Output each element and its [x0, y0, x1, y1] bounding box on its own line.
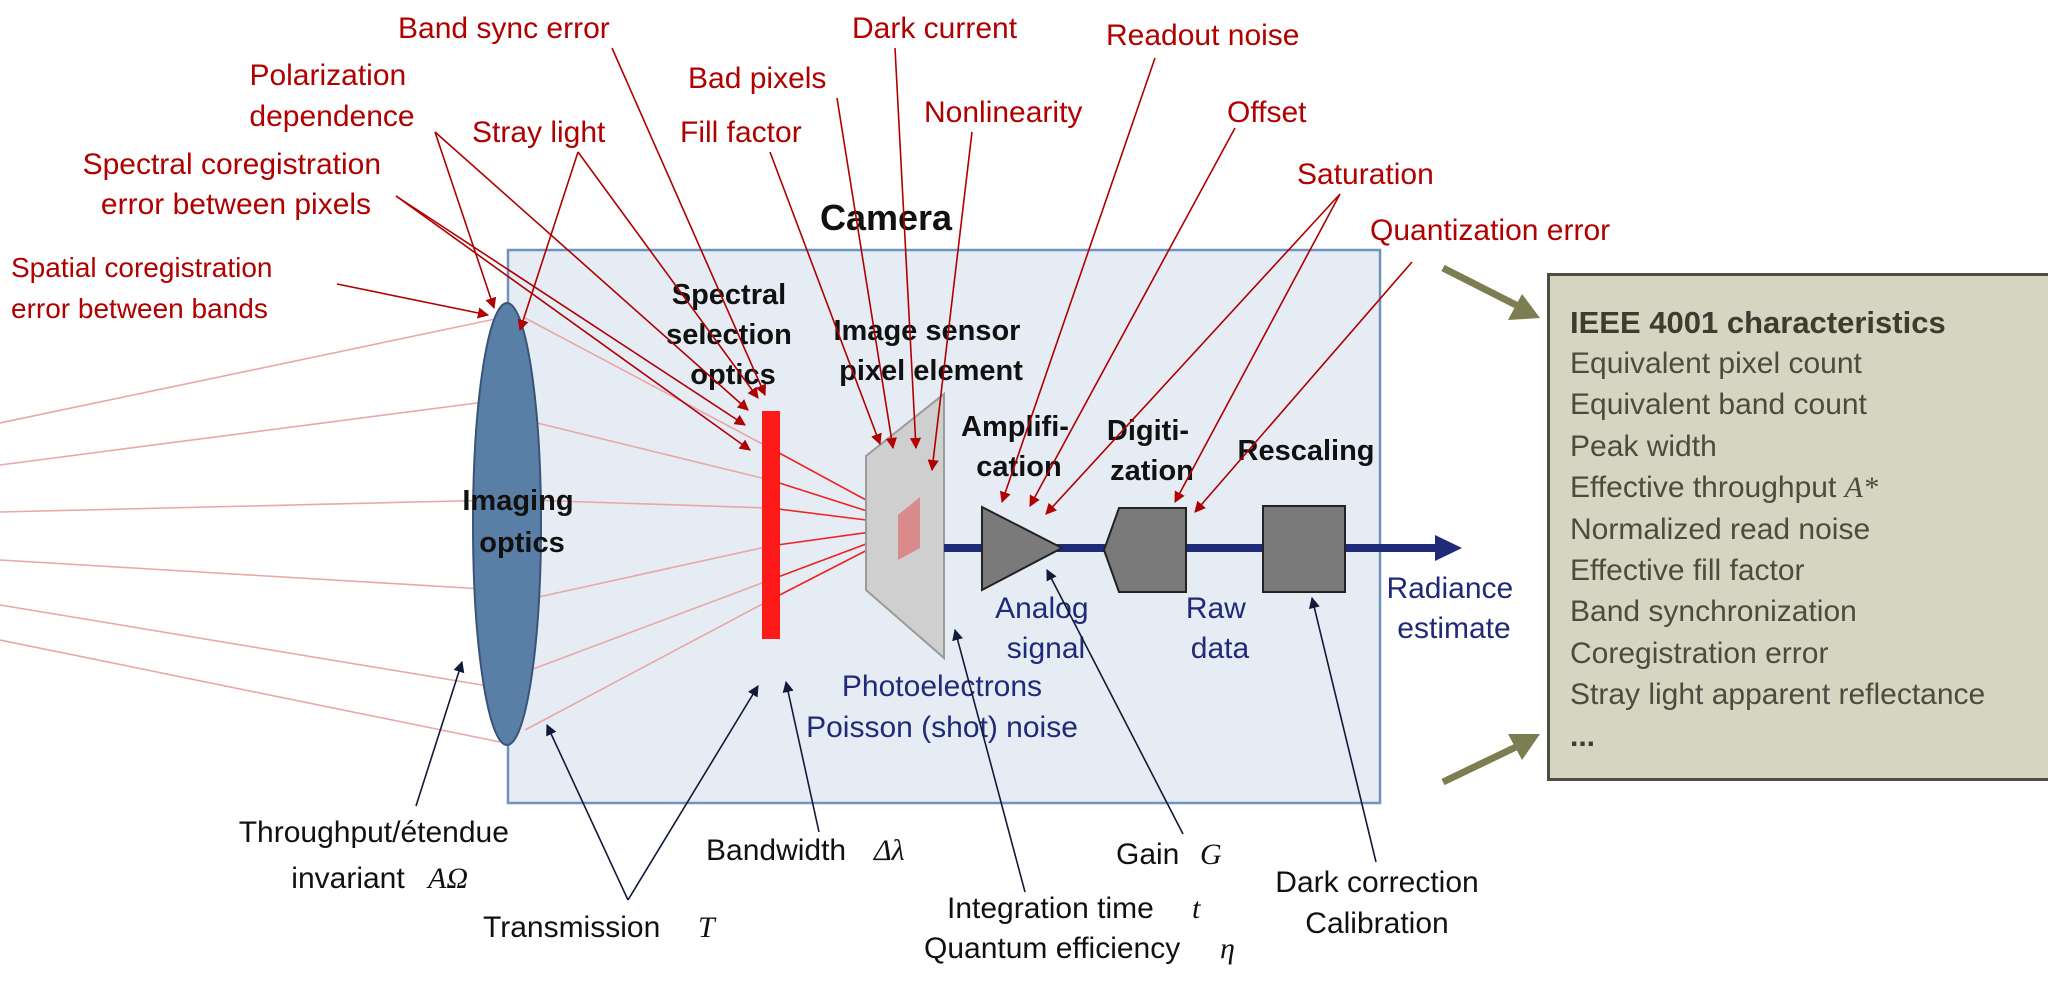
imaging-lens [472, 302, 542, 746]
offset-label: Offset [1227, 96, 1307, 129]
fill-factor-label: Fill factor [680, 116, 802, 149]
ieee-item: Equivalent band count [1570, 388, 1867, 422]
ieee-item-throughput-text: Effective throughput [1570, 471, 1837, 505]
amplification-label: Amplifi- cation [961, 411, 1077, 483]
sensor-pixel [898, 497, 920, 560]
throughput-label: Throughput/étendue invariant [239, 816, 518, 895]
calibration-label: Calibration [1305, 907, 1448, 940]
image-sensor-label: Image sensor pixel element [833, 315, 1028, 387]
ieee-more-ellipsis: ... [1570, 719, 1596, 753]
quantum-efficiency-symbol: η [1220, 932, 1235, 965]
error-arrows [336, 47, 1413, 515]
radiance-estimate-label: Radiance estimate [1386, 572, 1521, 645]
bad-pixels-label: Bad pixels [688, 62, 826, 95]
ieee-item: Band synchronization [1570, 595, 1857, 629]
incoming-rays [0, 317, 501, 743]
parameter-arrows [415, 569, 1377, 901]
analog-signal-label: Analog signal [995, 592, 1097, 665]
ieee-item: Peak width [1570, 429, 1717, 463]
digitization-label: Digiti- zation [1107, 415, 1197, 487]
ieee-item: Effective fill factor [1570, 554, 1805, 588]
digitizer [1102, 507, 1187, 593]
band-sync-error-label: Band sync error [398, 12, 610, 45]
rescaling-block [1262, 505, 1346, 593]
camera-title: Camera [820, 197, 953, 238]
panel-arrows [1441, 264, 1540, 786]
spectral-filter [762, 411, 780, 639]
transmission-symbol: T [698, 911, 717, 944]
photoelectrons-label: Photoelectrons [842, 670, 1042, 703]
integration-time-label: Integration time [947, 892, 1154, 925]
dark-current-label: Dark current [852, 12, 1018, 45]
nonlinearity-label: Nonlinearity [924, 96, 1082, 129]
ieee-4001-panel: IEEE 4001 characteristics Equivalent pix… [1547, 273, 2048, 781]
ieee-item-throughput: Effective throughput A* [1570, 467, 2048, 508]
polarization-label: Polarization dependence [249, 59, 414, 133]
transmission-label: Transmission [483, 911, 660, 944]
throughput-symbol: AΩ [426, 862, 468, 895]
ieee-item: Equivalent pixel count [1570, 347, 1862, 380]
ieee-item: Normalized read noise [1570, 512, 1871, 546]
ieee-throughput-symbol: A* [1844, 471, 1878, 505]
signal-arrowhead [1435, 535, 1462, 561]
stray-light-label: Stray light [472, 116, 606, 149]
ieee-item: Coregistration error [1570, 636, 1829, 670]
amplifier [981, 505, 1065, 592]
imaging-optics-label: Imaging optics [462, 485, 581, 559]
gain-symbol: G [1200, 838, 1222, 871]
ieee-panel-title: IEEE 4001 characteristics [1570, 305, 1946, 340]
gain-label: Gain [1116, 838, 1179, 871]
quantization-error-label: Quantization error [1370, 214, 1610, 247]
integration-time-symbol: t [1192, 892, 1201, 925]
saturation-label: Saturation [1297, 158, 1434, 191]
raw-data-label: Raw data [1186, 592, 1254, 665]
quantum-efficiency-label: Quantum efficiency [924, 932, 1180, 965]
rescaling-label: Rescaling [1238, 435, 1375, 467]
readout-noise-label: Readout noise [1106, 19, 1299, 52]
dark-correction-label: Dark correction [1275, 866, 1478, 899]
spectral-coregistration-label: Spectral coregistration error between pi… [83, 148, 390, 221]
bandwidth-symbol: Δλ [873, 834, 905, 867]
ieee-item: Stray light apparent reflectance [1570, 678, 1986, 712]
focusing-rays [524, 317, 771, 731]
bandwidth-label: Bandwidth [706, 834, 846, 867]
spatial-coregistration-label: Spatial coregistration error between ban… [11, 252, 280, 324]
poisson-noise-label: Poisson (shot) noise [806, 711, 1078, 744]
